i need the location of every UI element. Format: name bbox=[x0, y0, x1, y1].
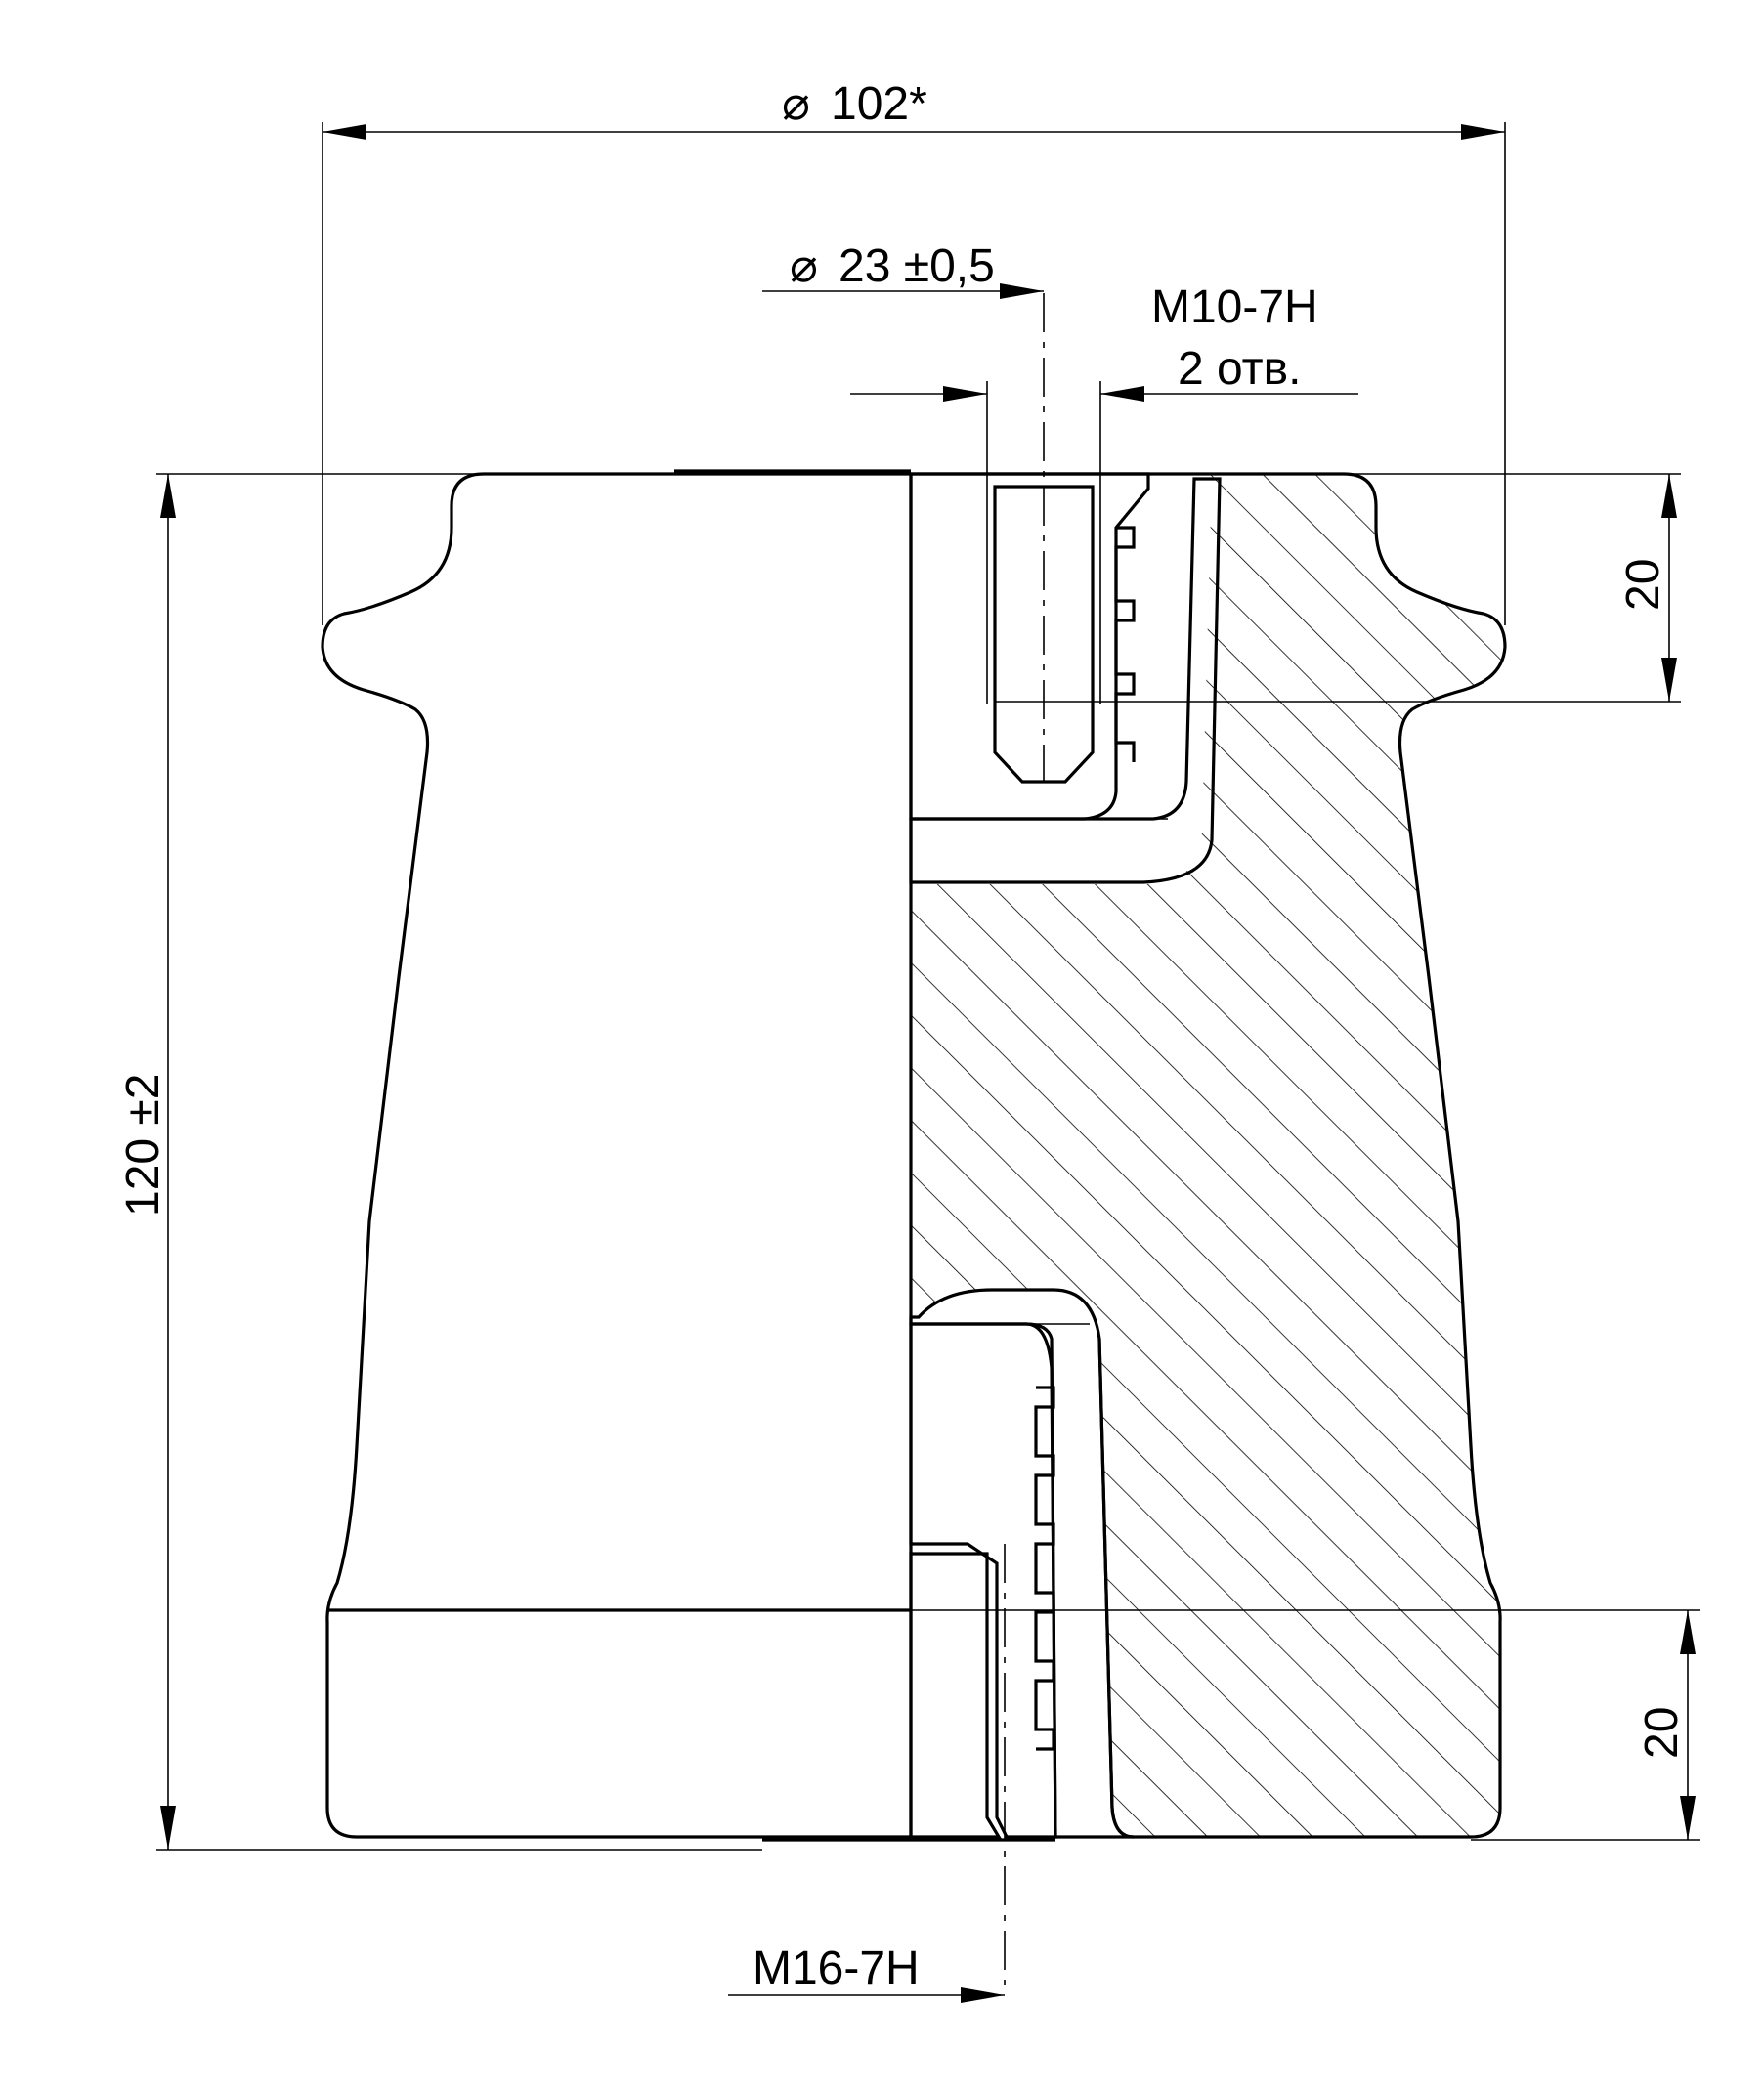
dim-m10-arrow-right bbox=[1100, 386, 1144, 402]
porcelain-section bbox=[911, 474, 1505, 1837]
bottom-thread-label: M16-7H bbox=[753, 1943, 920, 1994]
outer-diameter-label: 102* bbox=[831, 78, 927, 130]
dia-symbol-23: ⌀ bbox=[790, 240, 818, 292]
body-left-outline bbox=[321, 472, 911, 1839]
top-cement-layer bbox=[909, 477, 1222, 884]
top-metal-fitting bbox=[909, 472, 1150, 821]
top-thread-hole bbox=[993, 485, 1095, 784]
bottom-metal-fitting bbox=[909, 1322, 1057, 1839]
section-view bbox=[909, 293, 1507, 1993]
top-fitting-thread bbox=[1114, 526, 1136, 762]
body-right-outline bbox=[911, 472, 1507, 1839]
dim-m10-arrow-left bbox=[943, 386, 987, 402]
top-thread-label: M10-7H bbox=[1151, 281, 1318, 333]
bottom-thread-hole bbox=[909, 1552, 1002, 1839]
bottom-fitting-depth-label: 20 bbox=[1636, 1707, 1688, 1759]
dim-m16-arrow bbox=[961, 1987, 1005, 2003]
dim-102-arrow-right bbox=[1461, 124, 1505, 140]
bore-diameter-label: 23 ±0,5 bbox=[839, 240, 995, 292]
top-fitting-depth-label: 20 bbox=[1617, 559, 1669, 611]
height-label: 120 ±2 bbox=[117, 1074, 169, 1217]
dimension-lines bbox=[156, 122, 1700, 2003]
top-thread-count-label: 2 отв. bbox=[1178, 343, 1302, 395]
dim-102-arrow-left bbox=[323, 124, 366, 140]
dia-symbol-102: ⌀ bbox=[782, 78, 810, 130]
dimension-labels: ⌀ 102* ⌀ 23 ±0,5 M10-7H 2 отв. 120 ±2 20… bbox=[117, 78, 1688, 1994]
dim-120-arrow-top bbox=[160, 474, 176, 518]
dim-23-arrow bbox=[1000, 283, 1044, 299]
dim-20-bottom-arrow-top bbox=[1680, 1610, 1696, 1654]
dim-20-top-arrow-top bbox=[1661, 474, 1677, 518]
dim-20-top-arrow-bottom bbox=[1661, 658, 1677, 702]
dim-120-arrow-bottom bbox=[160, 1806, 176, 1850]
dim-20-bottom-arrow-bottom bbox=[1680, 1796, 1696, 1840]
bottom-cement-layer bbox=[909, 1288, 1135, 1839]
bottom-fitting-thread bbox=[1034, 1386, 1055, 1751]
